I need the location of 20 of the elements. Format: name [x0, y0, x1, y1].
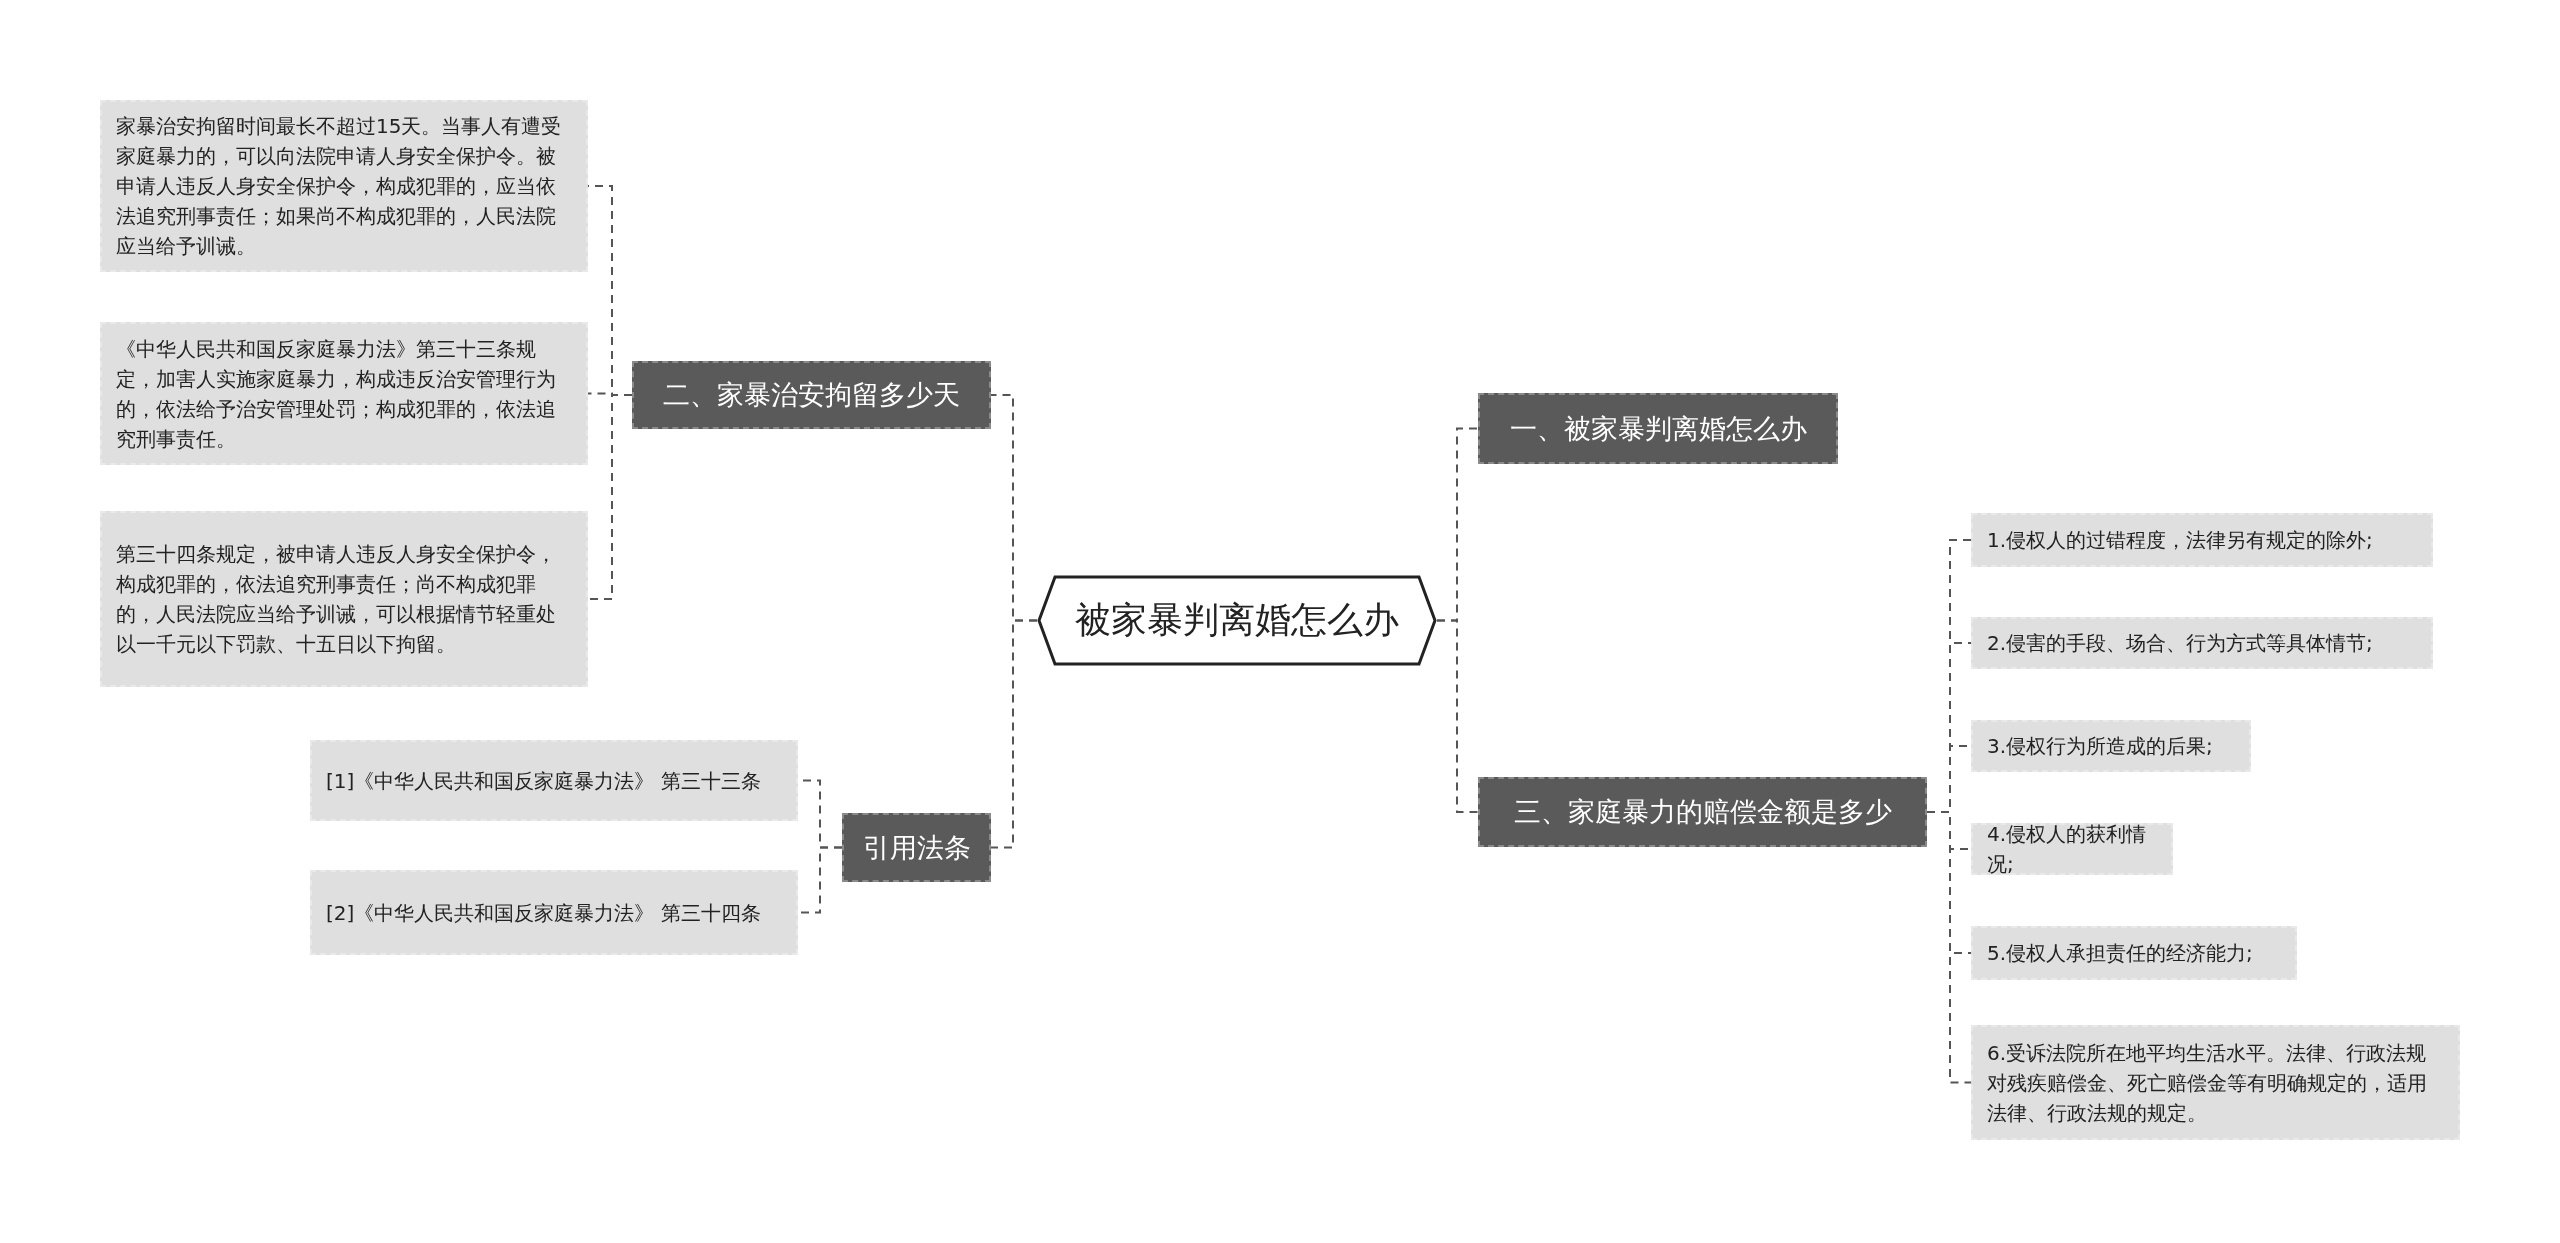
- topic-title: 被家暴判离婚怎么办: [1075, 598, 1399, 642]
- note-box: [1]《中华人民共和国反家庭暴力法》 第三十三条: [310, 740, 798, 821]
- note-box: 《中华人民共和国反家庭暴力法》第三十三条规定，加害人实施家庭暴力，构成违反治安管理行为的，依法给予治安管理处罚；构成犯罪的，依法追究刑事责任。: [100, 322, 588, 465]
- topic-box: 二、家暴治安拘留多少天: [632, 361, 991, 429]
- note-box: 1.侵权人的过错程度，法律另有规定的除外;: [1971, 513, 2433, 567]
- note-box: 2.侵害的手段、场合、行为方式等具体情节;: [1971, 617, 2433, 669]
- topic-box: 引用法条: [842, 813, 991, 882]
- connector-line: [990, 619, 1038, 849]
- topic-box: 一、被家暴判离婚怎么办: [1478, 393, 1838, 464]
- topic-box: 三、家庭暴力的赔偿金额是多少: [1478, 777, 1927, 847]
- connector-line: [587, 394, 633, 600]
- note-box: 4.侵权人的获利情况;: [1971, 823, 2173, 875]
- note-box: 6.受诉法院所在地平均生活水平。法律、行政法规对残疾赔偿金、死亡赔偿金等有明确规定的，适用法律、行政法规的规定。: [1971, 1025, 2460, 1140]
- note-box: 家暴治安拘留时间最长不超过15天。当事人有遭受家庭暴力的，可以向法院申请人身安全保护令。被申请人违反人身安全保护令，构成犯罪的，应当依法追究刑事责任；如果尚不构成犯罪的，人民法院应当给予训诫。: [100, 100, 588, 272]
- note-box: 5.侵权人承担责任的经济能力;: [1971, 926, 2297, 980]
- note-box: [2]《中华人民共和国反家庭暴力法》 第三十四条: [310, 870, 798, 955]
- note-box: 3.侵权行为所造成的后果;: [1971, 720, 2251, 772]
- note-box: 第三十四条规定，被申请人违反人身安全保护令，构成犯罪的，依法追究刑事责任；尚不构成犯罪的，人民法院应当给予训诫，可以根据情节轻重处以一千元以下罚款、十五日以下拘留。: [100, 511, 588, 687]
- connector-line: [1926, 811, 1972, 1084]
- connector-line: [1436, 619, 1479, 813]
